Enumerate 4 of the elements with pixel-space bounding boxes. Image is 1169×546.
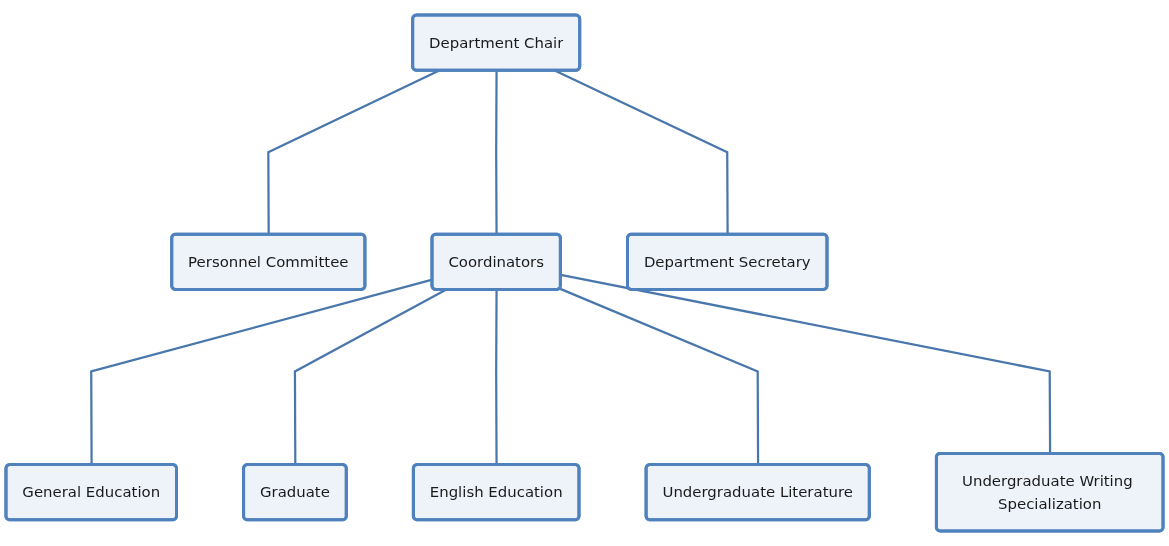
connector xyxy=(495,289,498,465)
connector xyxy=(560,273,1052,454)
connector xyxy=(495,70,498,235)
connector xyxy=(559,287,760,465)
